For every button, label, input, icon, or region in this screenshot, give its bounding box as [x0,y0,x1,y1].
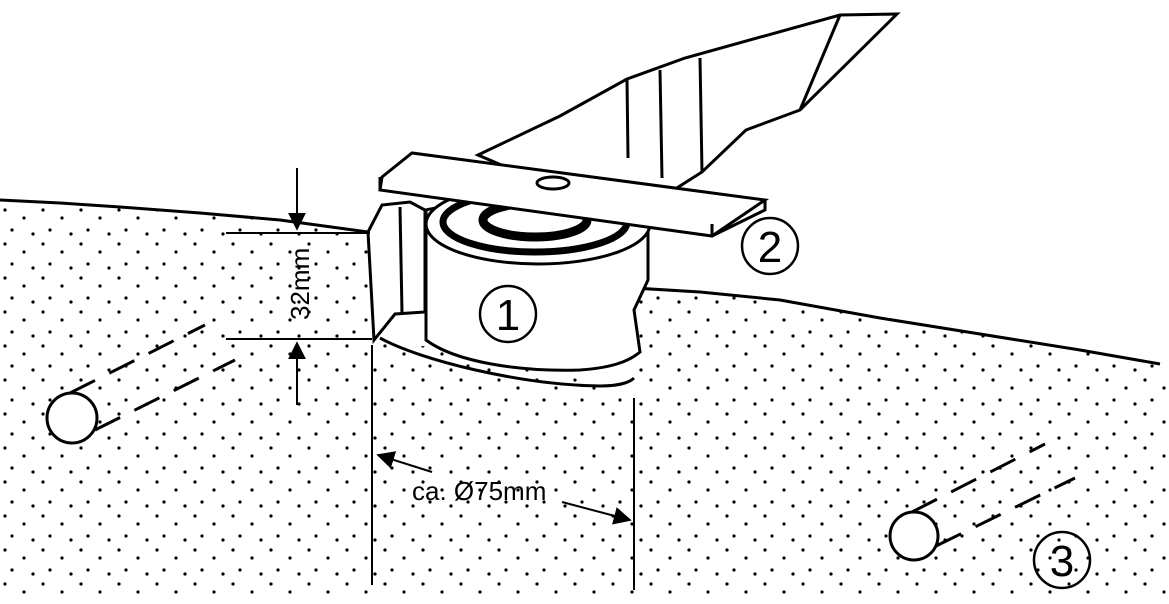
depth-label: 32mm [285,248,315,320]
hole-wall-edge [398,206,404,314]
soil-right [634,288,1169,599]
marker-1-label: 1 [496,291,520,340]
hole-left-wall [366,200,427,344]
marker-3-label: 3 [1050,537,1074,586]
trowel-edge-3 [698,57,704,173]
cover-plate-hole [535,175,571,191]
cylinder-band [379,336,636,388]
cover-plate-edge [378,177,767,238]
pipe-right-end [888,510,940,562]
marker-2-label: 2 [758,223,782,272]
marker-2: 2 [740,216,800,276]
pipe-left-end [45,391,99,445]
trowel-edge-4 [798,14,842,111]
trowel-edge-1 [625,78,630,159]
diameter-arrow-right [561,501,632,525]
marker-1: 1 [478,284,538,344]
pipe-right-dashes [911,442,1076,548]
marker-3: 3 [1032,530,1092,590]
trowel-edge-2 [658,69,664,179]
ground-surface-right [633,286,1161,366]
diameter-arrow-left [376,451,433,473]
soil-left [0,200,634,599]
diameter-label: ca. Ø75mm [412,476,546,506]
pipe-left-dashes [69,323,236,432]
